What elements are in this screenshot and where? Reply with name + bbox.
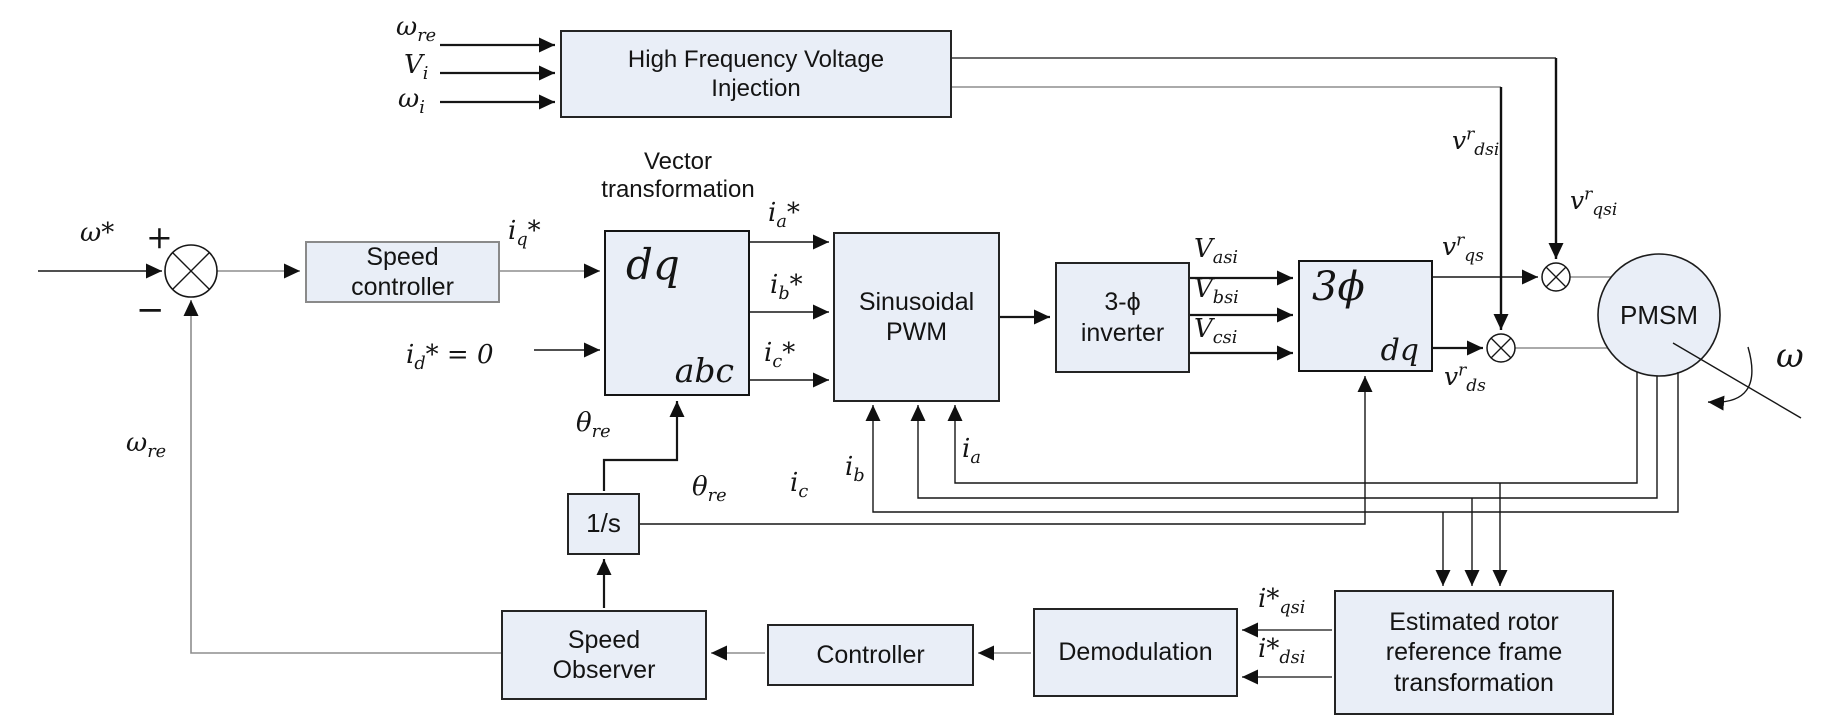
gray-wires bbox=[183, 86, 1611, 661]
summer-minus-sign: − bbox=[136, 290, 165, 330]
main-forward-wires bbox=[38, 234, 1538, 388]
label-omega-star: ω* bbox=[80, 218, 115, 248]
block-estimator: Estimated rotor reference frame transfor… bbox=[1334, 590, 1614, 715]
rotation-arrow bbox=[1707, 346, 1753, 411]
label-ia-star: ia* bbox=[768, 198, 800, 233]
q-summer-x2 bbox=[1545, 266, 1567, 288]
label-vr-qsi: vrqsi bbox=[1570, 184, 1618, 220]
label-omega-re-input: ωre bbox=[396, 12, 437, 47]
label-omega-i: ωi bbox=[398, 84, 425, 119]
block-dq-abc-transformation: dq abc bbox=[604, 230, 750, 396]
wire-ia-feedback bbox=[947, 372, 1638, 484]
label-ic: ic bbox=[790, 468, 809, 503]
abc-dq-top-label: 3ϕ bbox=[1312, 264, 1365, 310]
label-ia: ia bbox=[962, 434, 981, 469]
block-demodulation: Demodulation bbox=[1033, 608, 1238, 697]
summing-junctions bbox=[164, 244, 1571, 363]
block-abc-dq-transformation: 3ϕ dq bbox=[1298, 260, 1433, 372]
label-vr-qs: vrqs bbox=[1442, 230, 1484, 266]
label-omega-re-feedback: ωre bbox=[126, 428, 167, 463]
pmsm-shaft bbox=[1672, 342, 1802, 419]
estimator-output-wires bbox=[1242, 622, 1332, 685]
d-summer-x2 bbox=[1490, 337, 1512, 359]
heavy-wires bbox=[440, 37, 1483, 608]
label-ib-star: ib* bbox=[770, 270, 803, 305]
label-theta-re-upper: θre bbox=[576, 408, 611, 443]
dq-abc-bottom-label: abc bbox=[674, 351, 734, 390]
label-i-star-qsi: i*qsi bbox=[1258, 584, 1306, 619]
block-high-frequency-voltage-injection: High Frequency Voltage Injection bbox=[560, 30, 952, 118]
wire-theta-to-abc bbox=[602, 401, 685, 491]
wire-theta-re-long bbox=[640, 376, 1373, 525]
block-integrator: 1/s bbox=[567, 493, 640, 555]
wire-ic-feedback bbox=[865, 372, 1679, 513]
block-three-phase-inverter: 3-ϕ inverter bbox=[1055, 262, 1190, 373]
wire-speed-feedback bbox=[183, 300, 501, 654]
summer-x2 bbox=[172, 252, 210, 290]
pmsm-circle bbox=[1597, 253, 1721, 377]
summer-plus-sign: + bbox=[146, 218, 173, 256]
vector-transformation-caption: Vector transformation bbox=[601, 148, 755, 204]
block-sinusoidal-pwm: Sinusoidal PWM bbox=[833, 232, 1000, 402]
dq-abc-top-label: dq bbox=[626, 240, 680, 289]
block-speed-controller: Speed controller bbox=[305, 241, 500, 303]
label-vr-dsi: vrdsi bbox=[1452, 124, 1500, 160]
label-v-i: Vi bbox=[404, 50, 429, 85]
label-v-asi: Vasi bbox=[1194, 234, 1239, 269]
label-theta-re-lower: θre bbox=[692, 472, 727, 507]
label-ib: ib bbox=[845, 452, 865, 487]
abc-dq-bottom-label: dq bbox=[1380, 333, 1419, 368]
block-speed-observer: Speed Observer bbox=[501, 610, 707, 700]
label-i-star-dsi: i*dsi bbox=[1258, 634, 1306, 669]
label-vr-ds: vrds bbox=[1444, 360, 1486, 396]
label-v-csi: Vcsi bbox=[1194, 314, 1238, 349]
wire-ib-feedback bbox=[910, 376, 1658, 499]
label-id-star: id* = 0 bbox=[406, 340, 494, 375]
pmsm-label: PMSM bbox=[1620, 300, 1698, 330]
block-controller: Controller bbox=[767, 624, 974, 686]
label-omega-shaft: ω bbox=[1776, 336, 1804, 376]
label-v-bsi: Vbsi bbox=[1194, 274, 1239, 309]
label-ic-star: ic* bbox=[764, 338, 796, 373]
phase-current-wires bbox=[865, 372, 1679, 586]
label-iq-star: iq* bbox=[508, 216, 541, 251]
